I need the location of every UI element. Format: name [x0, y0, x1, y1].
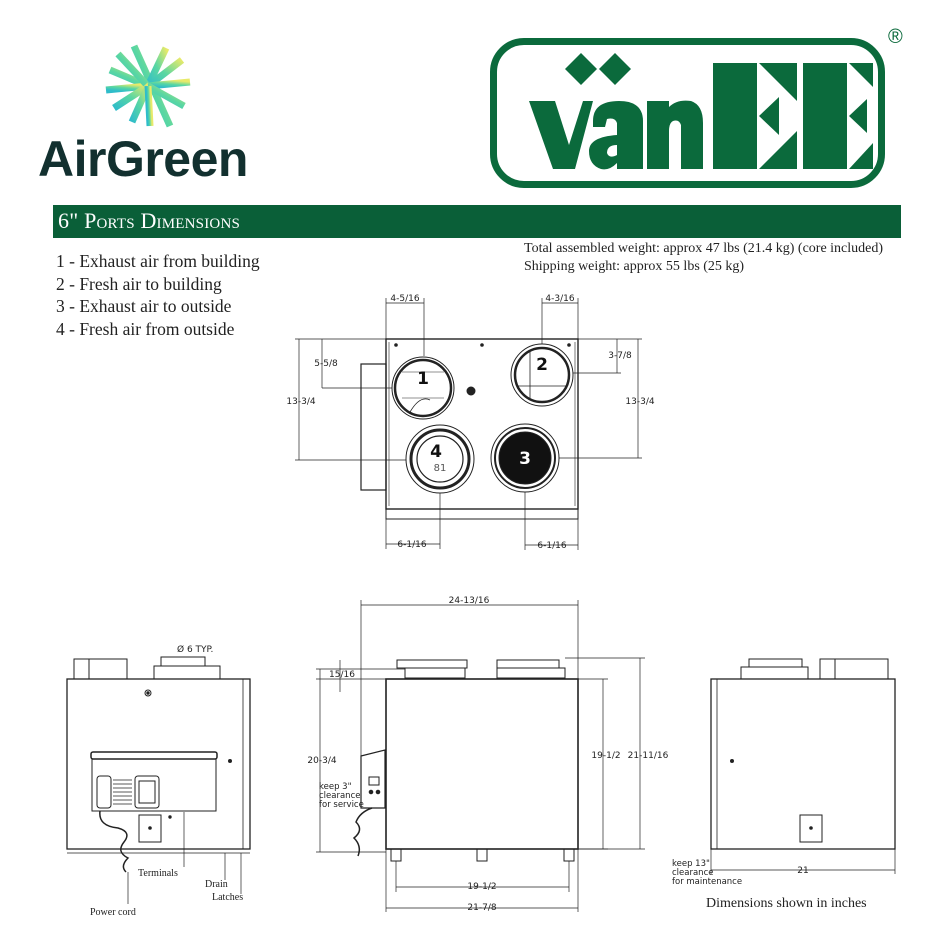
port-1: 1 — [391, 356, 455, 420]
svg-text:13-3/4: 13-3/4 — [286, 397, 315, 407]
svg-text:21-7/8: 21-7/8 — [467, 903, 496, 913]
svg-text:19-1/2: 19-1/2 — [467, 882, 496, 892]
svg-text:5-5/8: 5-5/8 — [314, 359, 338, 369]
legend-item-port-4: 4 - Fresh air from outside — [56, 318, 235, 339]
svg-text:6-1/16: 6-1/16 — [537, 541, 566, 551]
right-side-view: 21 keep 13" clearance for maintenance — [672, 658, 896, 887]
svg-text:24-13/16: 24-13/16 — [449, 596, 490, 606]
airgreen-logo: AirGreen — [38, 36, 268, 186]
front-view: 24-13/16 15/16 20-3/4 19-1/2 21-11/16 19… — [307, 596, 668, 913]
svg-text:4: 4 — [430, 442, 442, 462]
snowflake-leaf-icon — [105, 44, 191, 128]
svg-text:4-3/16: 4-3/16 — [545, 294, 574, 304]
airgreen-wordmark: AirGreen — [38, 131, 248, 187]
section-title-bar — [53, 205, 901, 238]
svg-text:19-1/2: 19-1/2 — [591, 751, 620, 761]
svg-text:keep 13": keep 13" — [672, 859, 710, 869]
vanee-wordmark-icon — [529, 53, 873, 170]
legend-item-port-1: 1 - Exhaust air from building — [56, 251, 260, 271]
svg-text:6-1/16: 6-1/16 — [397, 540, 426, 550]
svg-text:clearance: clearance — [319, 791, 360, 801]
svg-text:clearance: clearance — [672, 868, 713, 878]
svg-text:13-3/4: 13-3/4 — [625, 397, 654, 407]
svg-text:Power cord: Power cord — [90, 907, 136, 918]
port-3: 3 — [490, 423, 560, 493]
svg-text:keep 3": keep 3" — [319, 782, 352, 792]
svg-text:1: 1 — [417, 369, 429, 389]
svg-text:3: 3 — [519, 449, 531, 469]
svg-text:Ø 6 TYP.: Ø 6 TYP. — [177, 644, 213, 655]
registered-mark: ® — [888, 26, 903, 48]
left-side-view: Ø 6 TYP. Terminals Power cord Drain Latc… — [66, 644, 251, 918]
port-4: 4 81 — [405, 424, 475, 494]
svg-text:for maintenance: for maintenance — [672, 877, 742, 887]
svg-text:3-7/8: 3-7/8 — [608, 351, 632, 361]
ports-legend: 1 - Exhaust air from building 2 - Fresh … — [56, 250, 260, 340]
shipping-weight: Shipping weight: approx 55 lbs (25 kg) — [524, 259, 745, 274]
section-title: 6" Ports Dimensions — [58, 208, 241, 233]
svg-text:Terminals: Terminals — [138, 868, 178, 879]
svg-text:4-5/16: 4-5/16 — [390, 294, 419, 304]
svg-text:Latches: Latches — [212, 892, 243, 903]
vanee-logo — [490, 38, 885, 188]
assembled-weight: Total assembled weight: approx 47 lbs (2… — [524, 241, 884, 256]
units-note: Dimensions shown in inches — [706, 896, 867, 911]
svg-text:81: 81 — [434, 463, 447, 474]
svg-text:15/16: 15/16 — [329, 670, 355, 680]
legend-item-port-3: 3 - Exhaust air to outside — [56, 296, 232, 316]
svg-text:Drain: Drain — [205, 879, 228, 890]
svg-text:20-3/4: 20-3/4 — [307, 756, 336, 766]
svg-text:for service: for service — [319, 800, 364, 810]
svg-text:21-11/16: 21-11/16 — [628, 751, 669, 761]
top-view: 1 2 4 81 3 — [286, 294, 654, 551]
svg-text:2: 2 — [536, 355, 548, 375]
weight-info: Total assembled weight: approx 47 lbs (2… — [524, 240, 883, 276]
port-2: 2 — [510, 343, 574, 407]
svg-text:21: 21 — [797, 866, 808, 876]
legend-item-port-2: 2 - Fresh air to building — [56, 273, 222, 294]
